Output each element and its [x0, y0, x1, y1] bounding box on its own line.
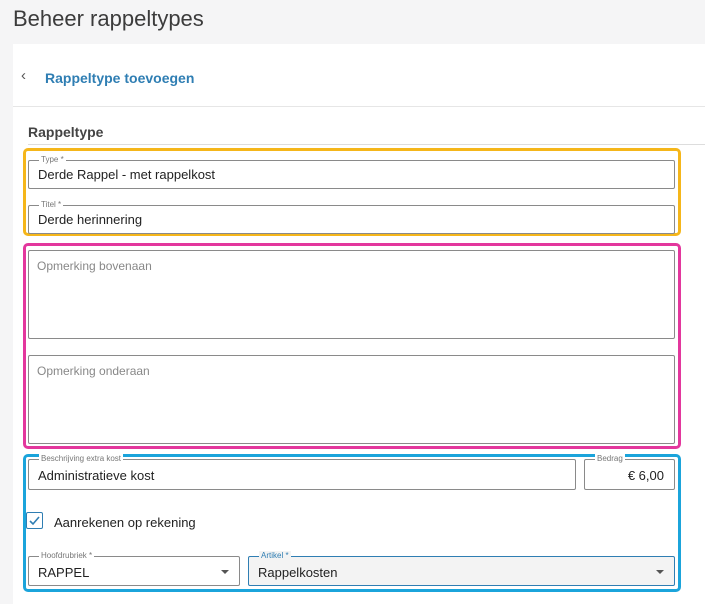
chevron-down-icon: [221, 570, 229, 574]
aanrekenen-checkbox[interactable]: [26, 512, 43, 529]
artikel-value: Rappelkosten: [258, 565, 338, 580]
highlight-yellow-frame: [23, 148, 681, 236]
type-value: Derde Rappel - met rappelkost: [38, 167, 216, 182]
opmerking-onderaan-placeholder: Opmerking onderaan: [37, 364, 150, 378]
header-title: Rappeltype toevoegen: [45, 70, 195, 86]
chevron-down-icon: [656, 570, 664, 574]
opmerking-onderaan-textarea[interactable]: Opmerking onderaan: [28, 355, 675, 444]
opmerking-bovenaan-placeholder: Opmerking bovenaan: [37, 259, 152, 273]
extra-kost-label: Beschrijving extra kost: [39, 454, 124, 464]
artikel-select[interactable]: Artikel * Rappelkosten: [248, 551, 675, 586]
titel-field[interactable]: Titel * Derde herinnering: [28, 200, 675, 234]
extra-kost-field[interactable]: Beschrijving extra kost Administratieve …: [28, 454, 576, 490]
type-label: Type *: [39, 155, 66, 165]
bedrag-value: € 6,00: [627, 468, 664, 483]
bedrag-field[interactable]: Bedrag € 6,00: [584, 454, 675, 490]
chevron-left-icon[interactable]: ‹: [21, 67, 26, 84]
aanrekenen-label: Aanrekenen op rekening: [54, 515, 196, 530]
card-header: ‹ Rappeltype toevoegen: [13, 44, 705, 107]
hoofdrubriek-select[interactable]: Hoofdrubriek * RAPPEL: [28, 551, 240, 586]
titel-label: Titel *: [39, 200, 64, 210]
checkmark-icon: [29, 516, 40, 526]
hoofdrubriek-label: Hoofdrubriek *: [39, 551, 95, 561]
highlight-pink-frame: [23, 243, 681, 449]
highlight-blue-frame: [23, 454, 681, 592]
titel-value: Derde herinnering: [38, 212, 143, 227]
page-title: Beheer rappeltypes: [13, 6, 204, 31]
section-divider: [28, 144, 705, 145]
hoofdrubriek-value: RAPPEL: [38, 565, 90, 580]
artikel-label: Artikel *: [259, 551, 291, 561]
section-title: Rappeltype: [28, 124, 104, 140]
opmerking-bovenaan-textarea[interactable]: Opmerking bovenaan: [28, 250, 675, 339]
extra-kost-value: Administratieve kost: [38, 468, 155, 483]
type-field[interactable]: Type * Derde Rappel - met rappelkost: [28, 155, 675, 189]
bedrag-label: Bedrag: [595, 454, 625, 464]
